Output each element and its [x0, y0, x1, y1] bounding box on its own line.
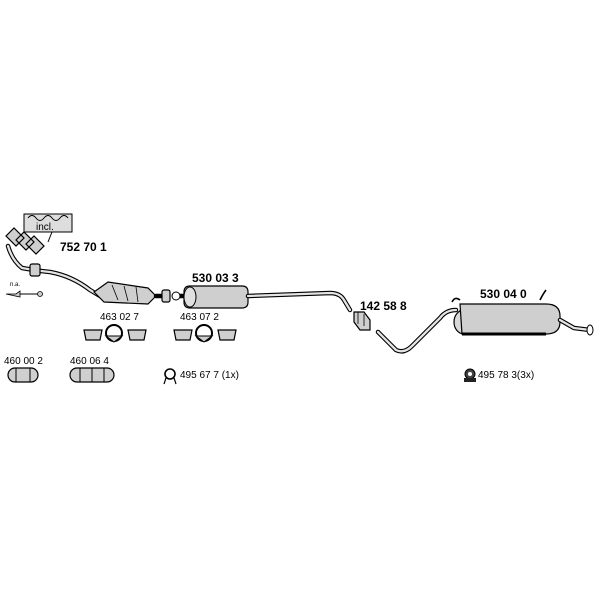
pipe-clamp-2[interactable]: 460 06 4 [69, 356, 115, 383]
manifold-part[interactable]: incl. 752 70 1 [5, 213, 107, 273]
seal-kit-2[interactable]: 463 07 2 [173, 312, 237, 343]
seal-kit-1-number: 463 02 7 [100, 312, 139, 323]
mounting-clamp[interactable]: 495 67 7 (1x) [163, 368, 239, 385]
front-pipe-flange [29, 263, 41, 277]
rubber-hanger-number: 495 78 3(3x) [478, 370, 534, 381]
front-muffler-number: 530 03 3 [192, 271, 239, 285]
connector-sleeve [353, 311, 371, 331]
seal-kit-2-number: 463 07 2 [180, 312, 219, 323]
mounting-clamp-icon [164, 368, 176, 380]
lambda-sensor[interactable]: n.a. [5, 282, 43, 298]
connector[interactable]: 142 58 8 [353, 299, 407, 331]
seal-kit-1[interactable]: 463 02 7 [83, 312, 147, 343]
lambda-note: n.a. [10, 282, 20, 288]
catalyst-body [93, 281, 157, 305]
incl-box-gaskets [27, 215, 69, 221]
connector-number: 142 58 8 [360, 299, 407, 313]
catalytic-converter[interactable] [29, 263, 171, 305]
front-muffler[interactable]: 530 03 3 [171, 271, 353, 313]
rear-muffler[interactable]: 530 04 0 [375, 287, 594, 354]
rear-muffler-hanger [451, 289, 547, 303]
front-pipe [29, 267, 103, 299]
rear-muffler-number: 530 04 0 [480, 287, 527, 301]
seal-kit-1-sleeve-left [83, 329, 103, 341]
mounting-clamp-number: 495 67 7 (1x) [180, 370, 239, 381]
front-muffler-body [183, 285, 249, 309]
pipe-clamp-2-number: 460 06 4 [70, 356, 109, 367]
seal-kit-2-sleeve-left [173, 329, 193, 341]
manifold-runners [5, 227, 45, 255]
seal-kit-2-sleeve-right [217, 329, 237, 341]
pipe-clamp-1[interactable]: 460 00 2 [4, 356, 43, 383]
pipe-clamp-1-number: 460 00 2 [4, 356, 43, 367]
rear-muffler-body [459, 303, 561, 335]
manifold-number: 752 70 1 [60, 240, 107, 254]
pipe-clamp-1-body [7, 367, 39, 383]
incl-badge: incl. [36, 222, 54, 233]
rubber-hanger[interactable]: 495 78 3(3x) [464, 368, 534, 382]
incl-pointer [47, 231, 53, 243]
lambda-sensor-body [5, 290, 21, 298]
seal-kit-1-sleeve-right [127, 329, 147, 341]
